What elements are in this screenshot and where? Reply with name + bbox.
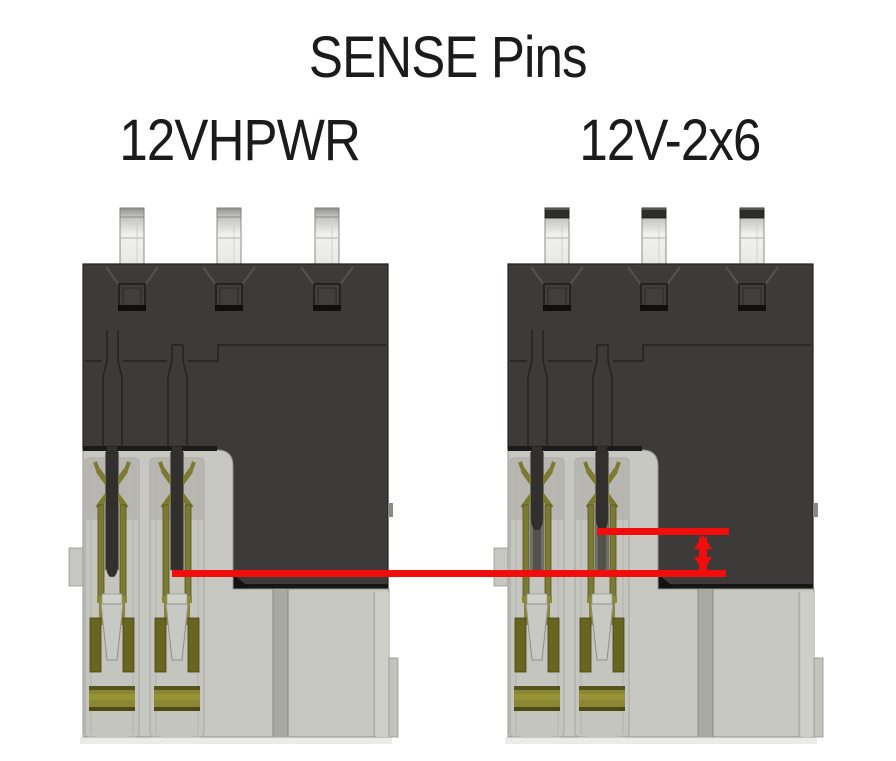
tab-caps-12v-2x6 — [544, 207, 765, 219]
depth-dimension-marker — [694, 535, 712, 571]
connector-label-12v-2x6: 12V-2x6 — [579, 108, 761, 173]
tab-caps-12vhpwr — [119, 207, 340, 218]
depth-line-12vhpwr — [172, 570, 726, 577]
connector-housing-12vhpwr — [69, 208, 398, 744]
sense-pin-depth-annotation — [172, 528, 729, 577]
connector-housing-12v-2x6 — [494, 208, 823, 744]
connector-12vhpwr — [69, 208, 398, 744]
connector-12v-2x6 — [494, 208, 823, 744]
depth-line-12v-2x6 — [597, 528, 729, 535]
page-title: SENSE Pins — [309, 25, 588, 90]
connector-label-12vhpwr: 12VHPWR — [119, 108, 361, 173]
